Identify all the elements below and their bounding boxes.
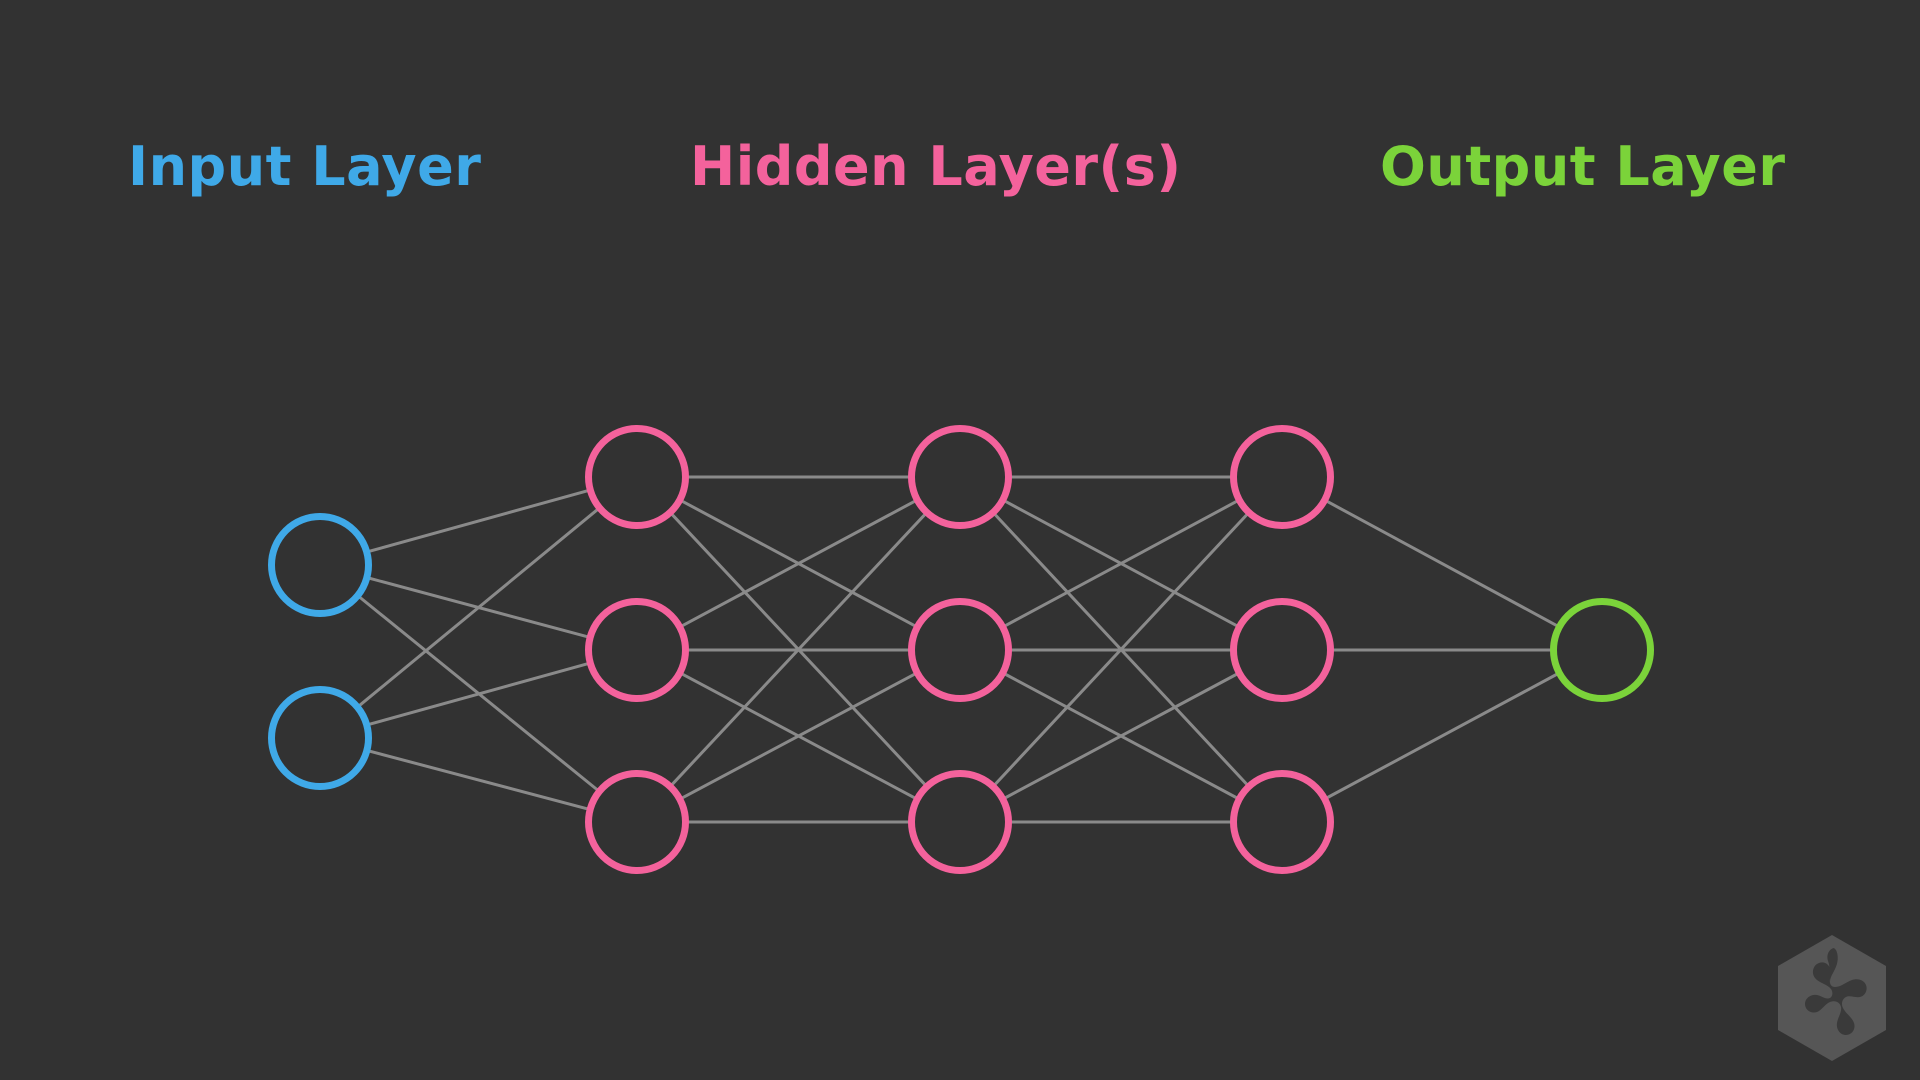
node-h3_1 <box>1230 425 1334 529</box>
edge-i2-h1_3 <box>368 749 589 811</box>
node-h1_2 <box>585 598 689 702</box>
edge-h3_1-o1 <box>1326 500 1558 627</box>
label-input-layer: Input Layer <box>128 135 482 198</box>
edge-h2_2-h3_1 <box>1004 500 1238 627</box>
edge-i2-h1_1 <box>358 508 599 707</box>
edge-h1_3-h2_1 <box>671 513 926 786</box>
edges-group <box>358 475 1558 824</box>
edge-h1_3-h2_2 <box>681 672 916 800</box>
node-i2 <box>268 686 372 790</box>
node-h1_1 <box>585 425 689 529</box>
edge-i1-h1_1 <box>368 489 589 553</box>
node-h2_1 <box>908 425 1012 529</box>
edge-h2_3-h3_1 <box>993 513 1249 786</box>
node-h1_3 <box>585 770 689 874</box>
edge-h2_3-h3_2 <box>1004 673 1238 799</box>
node-i1 <box>268 513 372 617</box>
hexagon-logo-icon <box>1778 935 1886 1061</box>
label-hidden-layer: Hidden Layer(s) <box>690 135 1182 198</box>
edge-h3_3-o1 <box>1326 673 1558 799</box>
label-output-layer: Output Layer <box>1380 135 1786 198</box>
node-h2_2 <box>908 598 1012 702</box>
nodes-group <box>268 425 1654 874</box>
edge-h1_2-h2_1 <box>681 500 916 627</box>
node-o1 <box>1550 598 1654 702</box>
node-h3_2 <box>1230 598 1334 702</box>
node-h3_3 <box>1230 770 1334 874</box>
edge-i2-h1_2 <box>368 662 589 726</box>
node-h2_3 <box>908 770 1012 874</box>
watermark-glyph <box>1805 948 1867 1035</box>
